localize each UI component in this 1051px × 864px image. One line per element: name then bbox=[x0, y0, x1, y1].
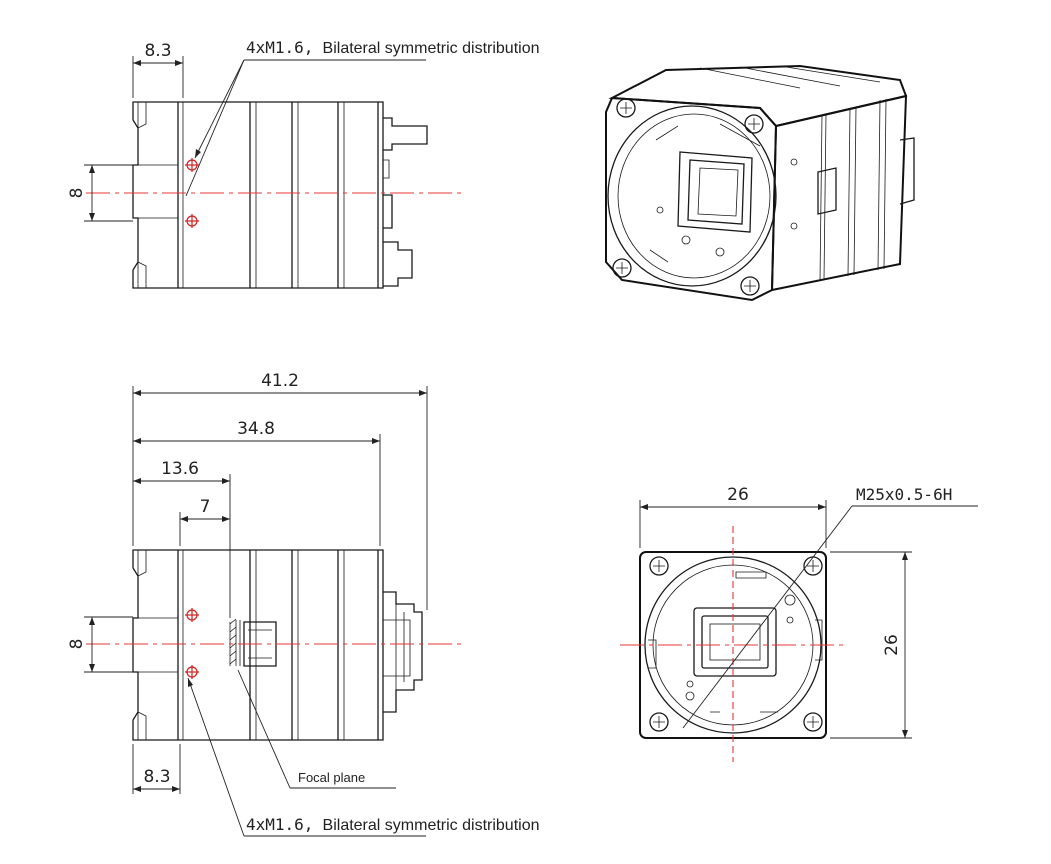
dim-26-width: 26 bbox=[727, 485, 749, 505]
screw-icon bbox=[649, 556, 669, 576]
top-view: 8.3 8 4xM1.6, Bilateral symmetric distri… bbox=[67, 38, 539, 289]
thread-callout: M25x0.5-6H bbox=[856, 485, 952, 504]
screw-icon bbox=[649, 712, 669, 732]
screw-icon bbox=[740, 276, 760, 296]
dim-8-side: 8 bbox=[67, 639, 87, 650]
dim-34-8: 34.8 bbox=[237, 419, 275, 439]
dim-26-height: 26 bbox=[882, 634, 902, 656]
screw-icon bbox=[612, 258, 632, 278]
dim-41-2: 41.2 bbox=[261, 371, 299, 391]
screw-icon bbox=[744, 114, 764, 134]
dim-8-3-bottom: 8.3 bbox=[143, 767, 170, 787]
dim-13-6: 13.6 bbox=[161, 459, 199, 479]
screw-icon bbox=[616, 98, 636, 118]
dim-8-3-top: 8.3 bbox=[144, 41, 171, 61]
hole-callout-bottom: 4xM1.6, Bilateral symmetric distribution bbox=[246, 815, 539, 834]
dim-7: 7 bbox=[200, 497, 211, 517]
front-view: M25x0.5-6H 26 26 bbox=[620, 485, 978, 762]
focal-plane-label: Focal plane bbox=[298, 770, 365, 785]
isometric-view bbox=[605, 64, 915, 302]
screw-icon bbox=[803, 712, 823, 732]
hole-callout-top: 4xM1.6, Bilateral symmetric distribution bbox=[246, 38, 539, 57]
dim-8-top: 8 bbox=[67, 188, 87, 199]
side-view: 41.2 34.8 13.6 7 8 8.3 Focal plane bbox=[67, 371, 539, 837]
